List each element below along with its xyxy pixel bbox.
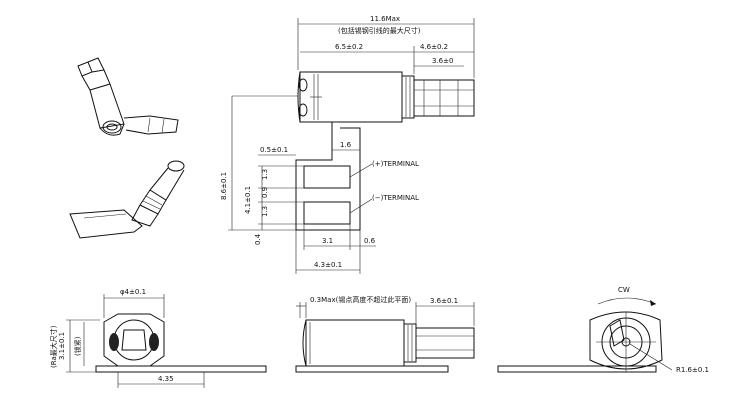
dim-weight-len: 3.6±0 [432, 57, 453, 65]
front-view-dimensions: φ4±0.1 (Ra最大尺寸) 3.1±0.1 (锁紧) 4.35 [49, 288, 205, 388]
dim-diameter: φ4±0.1 [120, 288, 146, 296]
terminal-neg-label: (−)TERMINAL [372, 194, 419, 202]
dim-pad3: 1.3 [261, 206, 269, 217]
dim-overall-note: (包括锡钢引线的最大尺寸) [338, 26, 421, 35]
dim-side-label-2: (锁紧) [73, 336, 82, 356]
dim-terminal-gap: 1.6 [340, 141, 352, 149]
terminal-pos-label: (+)TERMINAL [372, 160, 419, 168]
dim-side-label-1: (Ra最大尺寸) [49, 325, 58, 368]
dim-pad-height: 4.1±0.1 [244, 186, 252, 214]
dim-tab-offset: 0.5±0.1 [260, 146, 288, 154]
dim-pad1: 1.3 [261, 169, 269, 180]
dim-lead-note: 0.3Max(锡点高度不超过此平面) [310, 295, 411, 304]
dim-base-offset: 4.35 [158, 375, 174, 383]
dim-bottom-pad: 0.4 [254, 233, 262, 245]
side-view [295, 319, 475, 373]
dim-base-width: 4.3±0.1 [314, 261, 342, 269]
front-view [95, 313, 267, 373]
rear-view [497, 311, 663, 373]
top-view: (+)TERMINAL (−)TERMINAL [295, 71, 475, 231]
dim-weight-len-2: 3.6±0.1 [430, 297, 458, 305]
dim-pad-margin: 0.6 [364, 237, 376, 245]
dim-overall-length: 11.6Max [370, 15, 400, 23]
dim-pad2: 0.9 [261, 187, 269, 198]
rear-view-dimensions: CW R1.6±0.1 [597, 286, 709, 374]
dim-weight-part: 4.6±0.2 [420, 43, 448, 51]
dim-rotation: CW [618, 286, 630, 294]
dim-tab-side: 3.1±0.1 [58, 332, 66, 360]
iso-view-top [77, 57, 179, 136]
dim-pad-width: 3.1 [322, 237, 333, 245]
top-view-dimensions: 11.6Max (包括锡钢引线的最大尺寸) 6.5±0.2 4.6±0.2 3.… [220, 15, 475, 274]
iso-view-bottom [69, 160, 185, 239]
dim-motor-body: 6.5±0.2 [335, 43, 363, 51]
side-view-dimensions: 0.3Max(锡点高度不超过此平面) 3.6±0.1 [296, 295, 475, 326]
dim-height-total: 8.6±0.1 [220, 172, 228, 200]
dim-radius: R1.6±0.1 [676, 366, 709, 374]
